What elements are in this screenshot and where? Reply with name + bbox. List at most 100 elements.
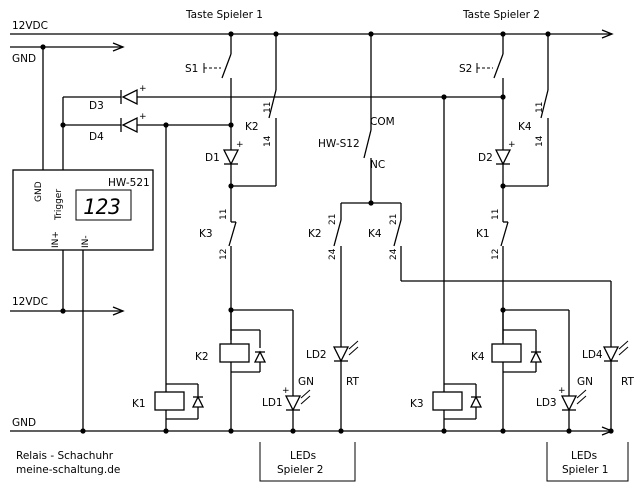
rails (10, 29, 614, 436)
ld1-label: LD1 (262, 397, 283, 409)
k1-contact-label: K1 (476, 228, 490, 240)
top-gnd-arrow (112, 42, 125, 52)
d4-label: D4 (89, 131, 104, 143)
leds-p1-line2: Spieler 1 (562, 464, 608, 476)
k1-pin-12: 12 (491, 249, 501, 260)
ld4-led (602, 346, 620, 363)
k2-contact-mid (333, 219, 342, 247)
k2-mid-label: K2 (308, 228, 322, 240)
k3-pin-11: 11 (219, 209, 229, 220)
ld3-led (560, 395, 578, 412)
s1-switch (221, 53, 232, 79)
k3-coil (432, 391, 463, 411)
module-pin-in-plus: IN+ (51, 231, 61, 248)
d3-diode (121, 88, 138, 106)
footer-site: meine-schaltung.de (16, 464, 120, 476)
header-player1: Taste Spieler 1 (185, 9, 263, 21)
leds-player1-group: LEDs Spieler 1 (546, 442, 629, 482)
k4-contact-top (540, 89, 549, 119)
junctions (40, 31, 614, 434)
s1-label: S1 (185, 63, 198, 75)
ld2-led (332, 346, 350, 363)
rt-right-label: RT (621, 376, 635, 388)
module-name: HW-521 (108, 177, 150, 189)
k4-coil (491, 343, 522, 363)
top-12v-arrow (601, 29, 614, 39)
module-pin-trigger: Trigger (54, 189, 64, 221)
k2-coil-label: K2 (195, 351, 209, 363)
k2-mid-pin-21: 21 (328, 214, 338, 225)
hw-s12-name: HW-S12 (318, 138, 360, 150)
hw-s12-contact (363, 129, 372, 159)
d2-plus: + (508, 140, 516, 150)
player1-column: S1 D1 + 11 14 K2 11 12 K3 K2 (185, 34, 314, 431)
d1-plus: + (236, 140, 244, 150)
k1-coil-label: K1 (132, 398, 146, 410)
leds-p2-line2: Spieler 2 (277, 464, 323, 476)
ld1-plus: + (282, 386, 290, 396)
k2-mid-pin-24: 24 (328, 248, 338, 260)
k2-coil (219, 343, 250, 363)
ld2-label: LD2 (306, 349, 327, 361)
d1-label: D1 (205, 152, 220, 164)
ld3-label: LD3 (536, 397, 557, 409)
mid-12v-label: 12VDC (12, 296, 48, 308)
module-pin-in-minus: IN- (81, 235, 91, 248)
hw-s12-relay: COM NC HW-S12 21 24 K2 LD2 RT 21 24 K4 (306, 34, 611, 431)
s2-switch (493, 53, 504, 79)
leds-p2-line1: LEDs (290, 450, 316, 462)
bottom-gnd-label: GND (12, 417, 36, 429)
footer-title: Relais - Schachuhr (16, 450, 114, 462)
d3-label: D3 (89, 100, 104, 112)
top-gnd-label: GND (12, 53, 36, 65)
gn-left-label: GN (298, 376, 314, 388)
k1-coil (154, 391, 185, 411)
k3-coil-label: K3 (410, 398, 424, 410)
k4-top-pin-11: 11 (535, 102, 545, 113)
k1-pin-11: 11 (491, 209, 501, 220)
d4-diode (121, 116, 138, 134)
k2-top-label: K2 (245, 121, 259, 133)
k2-contact-top (268, 89, 277, 119)
module-pin-gnd: GND (34, 181, 44, 202)
d1-diode (222, 149, 240, 166)
header-player2: Taste Spieler 2 (462, 9, 540, 21)
k3-coil-group: K3 (410, 97, 483, 431)
leds-player2-group: LEDs Spieler 2 (259, 442, 356, 482)
ld3-plus: + (558, 386, 566, 396)
k4-contact-mid (393, 219, 402, 247)
player2-column: S2 D2 + 11 14 K4 11 12 K1 K4 (459, 34, 635, 431)
ld1-led (284, 395, 302, 412)
gn-right-label: GN (577, 376, 593, 388)
module-display (75, 189, 132, 221)
k4-mid-label: K4 (368, 228, 382, 240)
rt-left-label: RT (346, 376, 360, 388)
k2-top-pin-11: 11 (263, 102, 273, 113)
diode-d4-line: D4 + (63, 112, 231, 143)
k3-contact-label: K3 (199, 228, 213, 240)
timer-module: 123 HW-521 GND Trigger IN+ IN- (12, 169, 154, 251)
top-12v-label: 12VDC (12, 20, 48, 32)
mid-12v-arrow (112, 306, 125, 316)
s2-label: S2 (459, 63, 472, 75)
d2-label: D2 (478, 152, 493, 164)
k1-coil-group: K1 (132, 125, 205, 431)
d4-plus: + (139, 112, 147, 122)
k4-top-pin-14: 14 (535, 135, 545, 147)
diode-d3-line: D3 + (63, 84, 503, 112)
hw-s12-nc: NC (370, 159, 385, 171)
ld4-label: LD4 (582, 349, 603, 361)
k2-top-pin-14: 14 (263, 135, 273, 147)
leds-p1-line1: LEDs (571, 450, 597, 462)
k3-pin-12: 12 (219, 249, 229, 260)
hw-s12-com: COM (370, 116, 395, 128)
module-wiring (42, 47, 84, 431)
d2-diode (494, 149, 512, 166)
k4-top-label: K4 (518, 121, 532, 133)
module-display-value: 123 (83, 195, 121, 219)
k4-coil-label: K4 (471, 351, 485, 363)
k4-mid-pin-21: 21 (389, 214, 399, 225)
k4-mid-pin-24: 24 (389, 248, 399, 260)
d3-plus: + (139, 84, 147, 94)
